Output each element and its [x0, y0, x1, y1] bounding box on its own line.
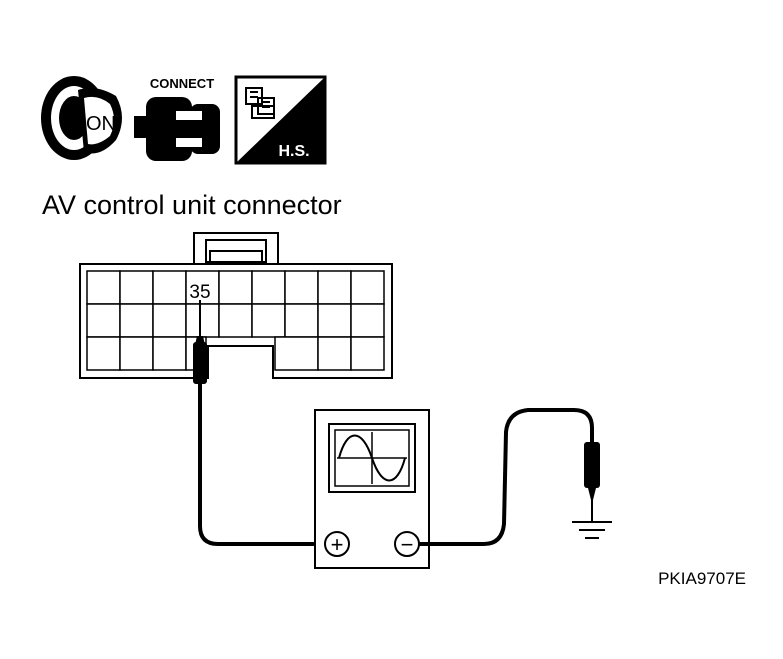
connector-terminal-cell	[185, 270, 220, 305]
connector-terminal-cell	[284, 270, 319, 305]
figure-code: PKIA9707E	[658, 569, 746, 588]
harness-label: H.S.	[278, 143, 309, 160]
ground-icon	[572, 521, 612, 539]
connector-terminal-cell	[350, 270, 385, 305]
connector-terminal-cell	[317, 270, 352, 305]
connector-terminal-cell	[350, 303, 385, 338]
negative-probe	[419, 408, 600, 546]
connector-terminal-cell	[86, 336, 121, 371]
negative-symbol: −	[401, 532, 414, 557]
connector-terminal-cell	[218, 270, 253, 305]
connector-terminal-cell	[86, 270, 121, 305]
negative-lead-wire	[419, 408, 594, 546]
connector-terminal-cell	[185, 303, 220, 338]
oscilloscope: + −	[314, 409, 430, 569]
positive-symbol: +	[331, 532, 344, 557]
connector-terminal-cell	[152, 303, 187, 338]
connector-terminal-cell	[218, 303, 253, 338]
harness-check-icon: H.S.	[234, 75, 327, 165]
connector-terminal-cell	[152, 336, 187, 371]
connector-terminal-cell	[152, 270, 187, 305]
connector-terminal-cell	[350, 336, 385, 371]
connector-terminal-cell	[119, 336, 154, 371]
connector-terminal-cell	[274, 336, 319, 371]
connector-terminal-cell	[86, 303, 121, 338]
connect-icon: CONNECT	[134, 76, 220, 161]
connector-terminal-cell	[317, 303, 352, 338]
av-control-unit-connector: 35	[79, 232, 393, 379]
connector-terminal-cell	[317, 336, 352, 371]
positive-terminal	[324, 531, 350, 557]
positive-probe	[193, 300, 322, 546]
connector-terminal-cell	[251, 270, 286, 305]
connect-label: CONNECT	[150, 76, 214, 91]
connector-terminal-cell	[119, 303, 154, 338]
connector-terminal-cell	[284, 303, 319, 338]
positive-lead-wire	[198, 384, 322, 546]
ignition-on-icon: ON	[41, 76, 122, 160]
diagram-title: AV control unit connector	[42, 190, 342, 220]
connector-terminal-cell	[251, 303, 286, 338]
sine-wave-icon	[338, 434, 406, 482]
ignition-label: ON	[86, 113, 116, 135]
connector-terminal-cell	[119, 270, 154, 305]
terminal-35-label: 35	[189, 282, 210, 303]
